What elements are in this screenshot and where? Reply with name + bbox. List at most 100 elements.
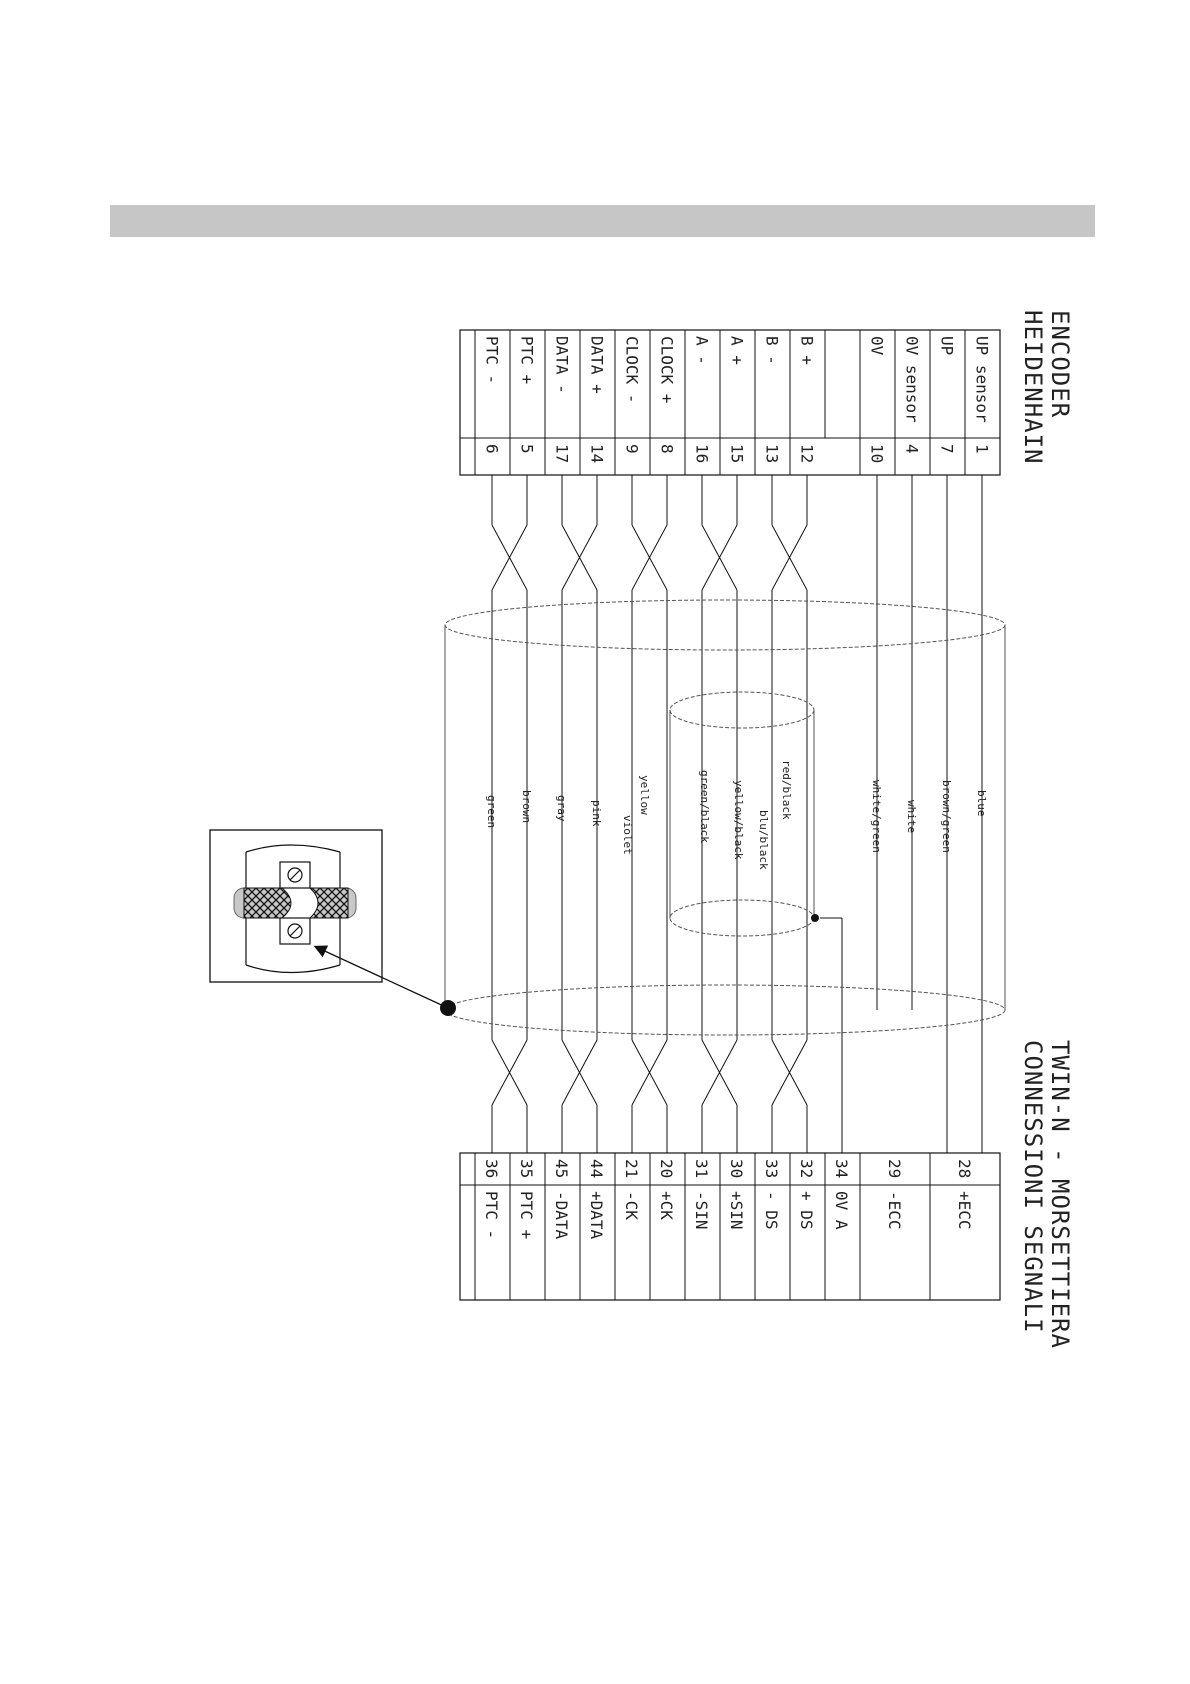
encoder-row-label: A + [728,336,747,365]
wire [561,1039,598,1106]
encoder-row-pin: 16 [693,444,712,463]
inner-shield-top [669,691,815,729]
encoder-row-pin: 13 [763,444,782,463]
encoder-title: ENCODER [1046,310,1074,418]
encoder-row-label: 0V sensor [903,336,922,423]
wire-label: brown [520,790,533,823]
wire [631,1039,668,1106]
inner-shield-drain-node [811,914,819,922]
terminal-row-pin: 30 [727,1159,746,1178]
shield-clamp-detail [209,829,449,1009]
terminal-row-label: 0V A [832,1191,851,1230]
encoder-row-pin: 5 [518,444,537,454]
cable-wires [491,475,983,1153]
terminal-row-label: +ECC [955,1191,974,1230]
wire-label: blu/black [757,810,770,870]
terminal-table-border [459,1152,1001,1301]
wire [561,524,598,591]
terminal-row-label: -ECC [885,1191,904,1230]
clamp-bracket-top [245,844,341,853]
terminal-row-pin: 28 [955,1159,974,1178]
terminal-row-pin: 45 [552,1159,571,1178]
wire [771,1039,808,1106]
encoder-row-pin: 12 [798,444,817,463]
terminal-row-label: +DATA [587,1191,606,1240]
clamp-detail-frame [209,829,383,983]
encoder-row-label: UP [938,336,957,355]
terminal-row-pin: 29 [885,1159,904,1178]
encoder-connector-table: UP sensor 1 UP 7 0V sensor 4 0V 10 B + 12 B - 13 A +… [459,329,1001,476]
encoder-row-label: CLOCK + [658,336,677,403]
terminal-row-label: PTC - [482,1191,501,1239]
screw-icon [287,867,303,883]
terminal-row-pin: 31 [692,1159,711,1178]
wire-label: pink [590,800,603,827]
terminal-row-pin: 35 [517,1159,536,1178]
screw-icon [287,923,303,939]
wire-label: green/black [698,770,711,843]
wire-label: brown/green [940,780,953,853]
wire-label: white [905,800,918,833]
encoder-row-pin: 9 [623,444,642,454]
terminal-row-pin: 32 [797,1159,816,1178]
encoder-row-pin: 17 [553,444,572,463]
terminal-row-pin: 44 [587,1159,606,1178]
terminal-subtitle: CONNESSIONI SEGNALI [1019,1040,1047,1334]
encoder-subtitle: HEIDENHAIN [1019,310,1047,465]
wire [631,524,668,591]
encoder-row-label: PTC - [483,336,502,384]
encoder-row-label: CLOCK - [623,336,642,403]
encoder-row-label: B + [798,336,817,365]
terminal-row-pin: 21 [622,1159,641,1178]
encoder-row-pin: 1 [973,444,992,454]
terminal-row-pin: 34 [832,1159,851,1178]
wire-label: gray [555,795,568,822]
terminal-row-label: PTC + [517,1191,536,1239]
wire-label: white/green [870,780,883,853]
encoder-row-pin: 7 [938,444,957,454]
inner-shield-bottom [669,899,815,937]
wire-label: red/black [780,760,793,820]
encoder-row-pin: 6 [483,444,502,454]
wire [701,524,738,591]
wire-label: yellow [638,775,651,815]
encoder-row-label: B - [763,336,782,365]
encoder-row-label: DATA + [588,336,607,394]
screw-slot [289,925,301,937]
clamp-bracket-bottom [245,964,341,974]
outer-shield-bottom [444,984,1006,1036]
encoder-row-label: A - [693,336,712,365]
encoder-row-pin: 8 [658,444,677,454]
encoder-row-pin: 15 [728,444,747,463]
encoder-row-pin: 10 [868,444,887,463]
encoder-row-pin: 4 [903,444,922,454]
cable-shields [440,599,1006,1036]
terminal-row-label: -DATA [552,1191,571,1240]
wire-label: green [485,795,498,828]
wire [701,1039,738,1106]
encoder-row-label: UP sensor [973,336,992,423]
terminal-row-label: +SIN [727,1191,746,1230]
terminal-row-label: + DS [797,1191,816,1230]
terminal-row-pin: 20 [657,1159,676,1178]
wire-label: yellow/black [732,780,745,860]
wire [771,524,808,591]
encoder-row-pin: 14 [588,444,607,463]
shield-ground-arrow [313,945,449,1009]
wire-color-labels: bluebrown/greenwhitewhite/greenred/black… [485,760,988,870]
encoder-row-label: DATA - [553,336,572,394]
header-bar [110,205,1095,237]
terminal-row-label: -CK [622,1191,641,1220]
encoder-row-label: 0V [868,336,887,356]
terminal-row-label: +CK [657,1191,676,1220]
wire-label: violet [621,815,634,855]
terminal-row-label: -SIN [692,1191,711,1230]
wire [491,524,528,591]
terminal-row-pin: 36 [482,1159,501,1178]
outer-shield-top [444,599,1006,651]
terminal-row-label: - DS [762,1191,781,1230]
screw-slot [289,869,301,881]
